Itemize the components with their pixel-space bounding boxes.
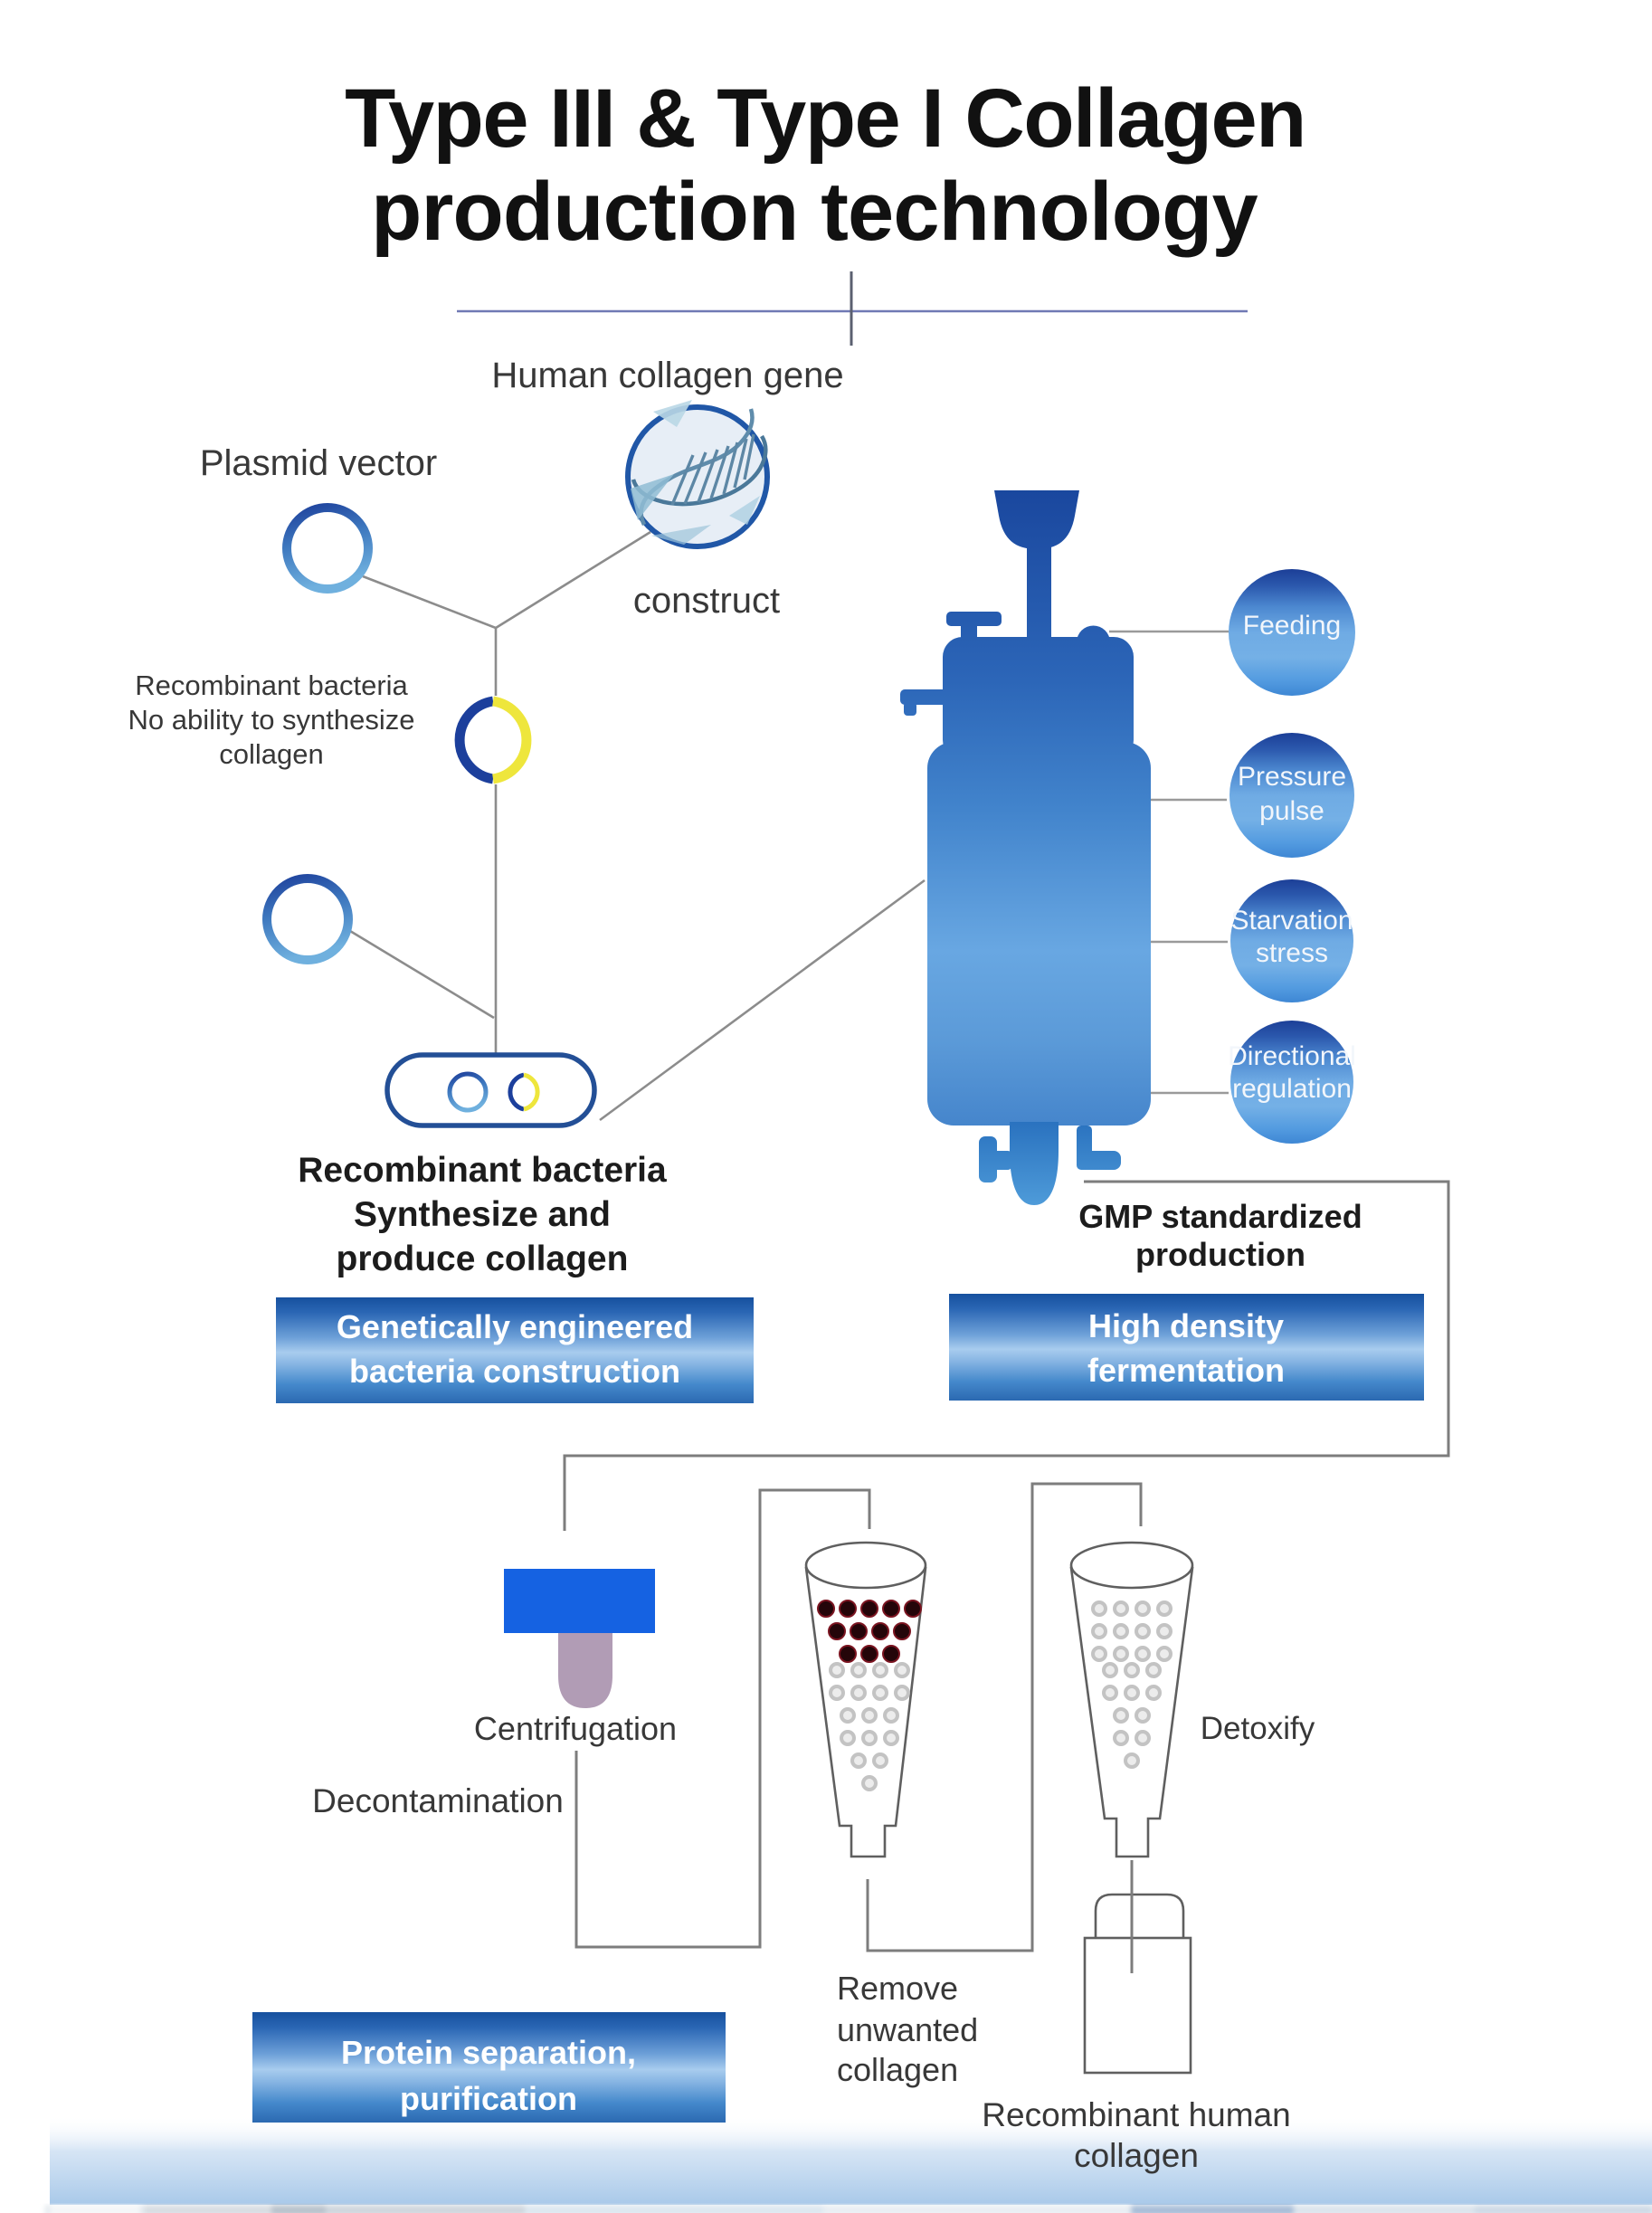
svg-text:Protein separation,: Protein separation,: [341, 2034, 636, 2071]
svg-text:bacteria construction: bacteria construction: [349, 1353, 680, 1390]
svg-text:Directional: Directional: [1228, 1041, 1356, 1071]
svg-text:fermentation: fermentation: [1087, 1352, 1285, 1389]
svg-text:stress: stress: [1256, 938, 1328, 968]
svg-text:Pressure: Pressure: [1238, 762, 1346, 792]
svg-text:High density: High density: [1088, 1307, 1284, 1344]
svg-text:collagen: collagen: [219, 738, 323, 770]
svg-text:purification: purification: [400, 2080, 577, 2117]
svg-text:regulation: regulation: [1232, 1074, 1352, 1104]
svg-text:Human collagen gene: Human collagen gene: [491, 356, 843, 395]
svg-text:collagen: collagen: [1074, 2137, 1199, 2174]
svg-text:Centrifugation: Centrifugation: [474, 1710, 677, 1747]
svg-text:Starvation: Starvation: [1230, 906, 1353, 936]
svg-text:produce collagen: produce collagen: [337, 1239, 629, 1278]
svg-text:production: production: [1135, 1236, 1305, 1273]
svg-text:Feeding: Feeding: [1243, 611, 1341, 641]
svg-text:Detoxify: Detoxify: [1201, 1711, 1315, 1746]
svg-text:GMP standardized: GMP standardized: [1078, 1198, 1362, 1235]
svg-text:Recombinant bacteria: Recombinant bacteria: [135, 670, 408, 701]
svg-text:Synthesize and: Synthesize and: [354, 1195, 611, 1234]
svg-text:production technology: production technology: [371, 166, 1258, 258]
svg-text:Recombinant bacteria: Recombinant bacteria: [298, 1151, 667, 1190]
svg-text:Type III & Type I Collagen: Type III & Type I Collagen: [345, 72, 1305, 165]
svg-text:Plasmid vector: Plasmid vector: [200, 443, 437, 483]
svg-text:Decontamination: Decontamination: [312, 1782, 564, 1819]
svg-text:collagen: collagen: [837, 2051, 958, 2088]
svg-text:unwanted: unwanted: [837, 2011, 978, 2048]
svg-text:Remove: Remove: [837, 1970, 958, 2007]
svg-text:construct: construct: [633, 581, 780, 621]
svg-text:Genetically engineered: Genetically engineered: [337, 1308, 693, 1345]
svg-text:Recombinant human: Recombinant human: [982, 2096, 1290, 2133]
svg-text:pulse: pulse: [1259, 796, 1324, 826]
svg-text:No ability to synthesize: No ability to synthesize: [128, 704, 414, 736]
